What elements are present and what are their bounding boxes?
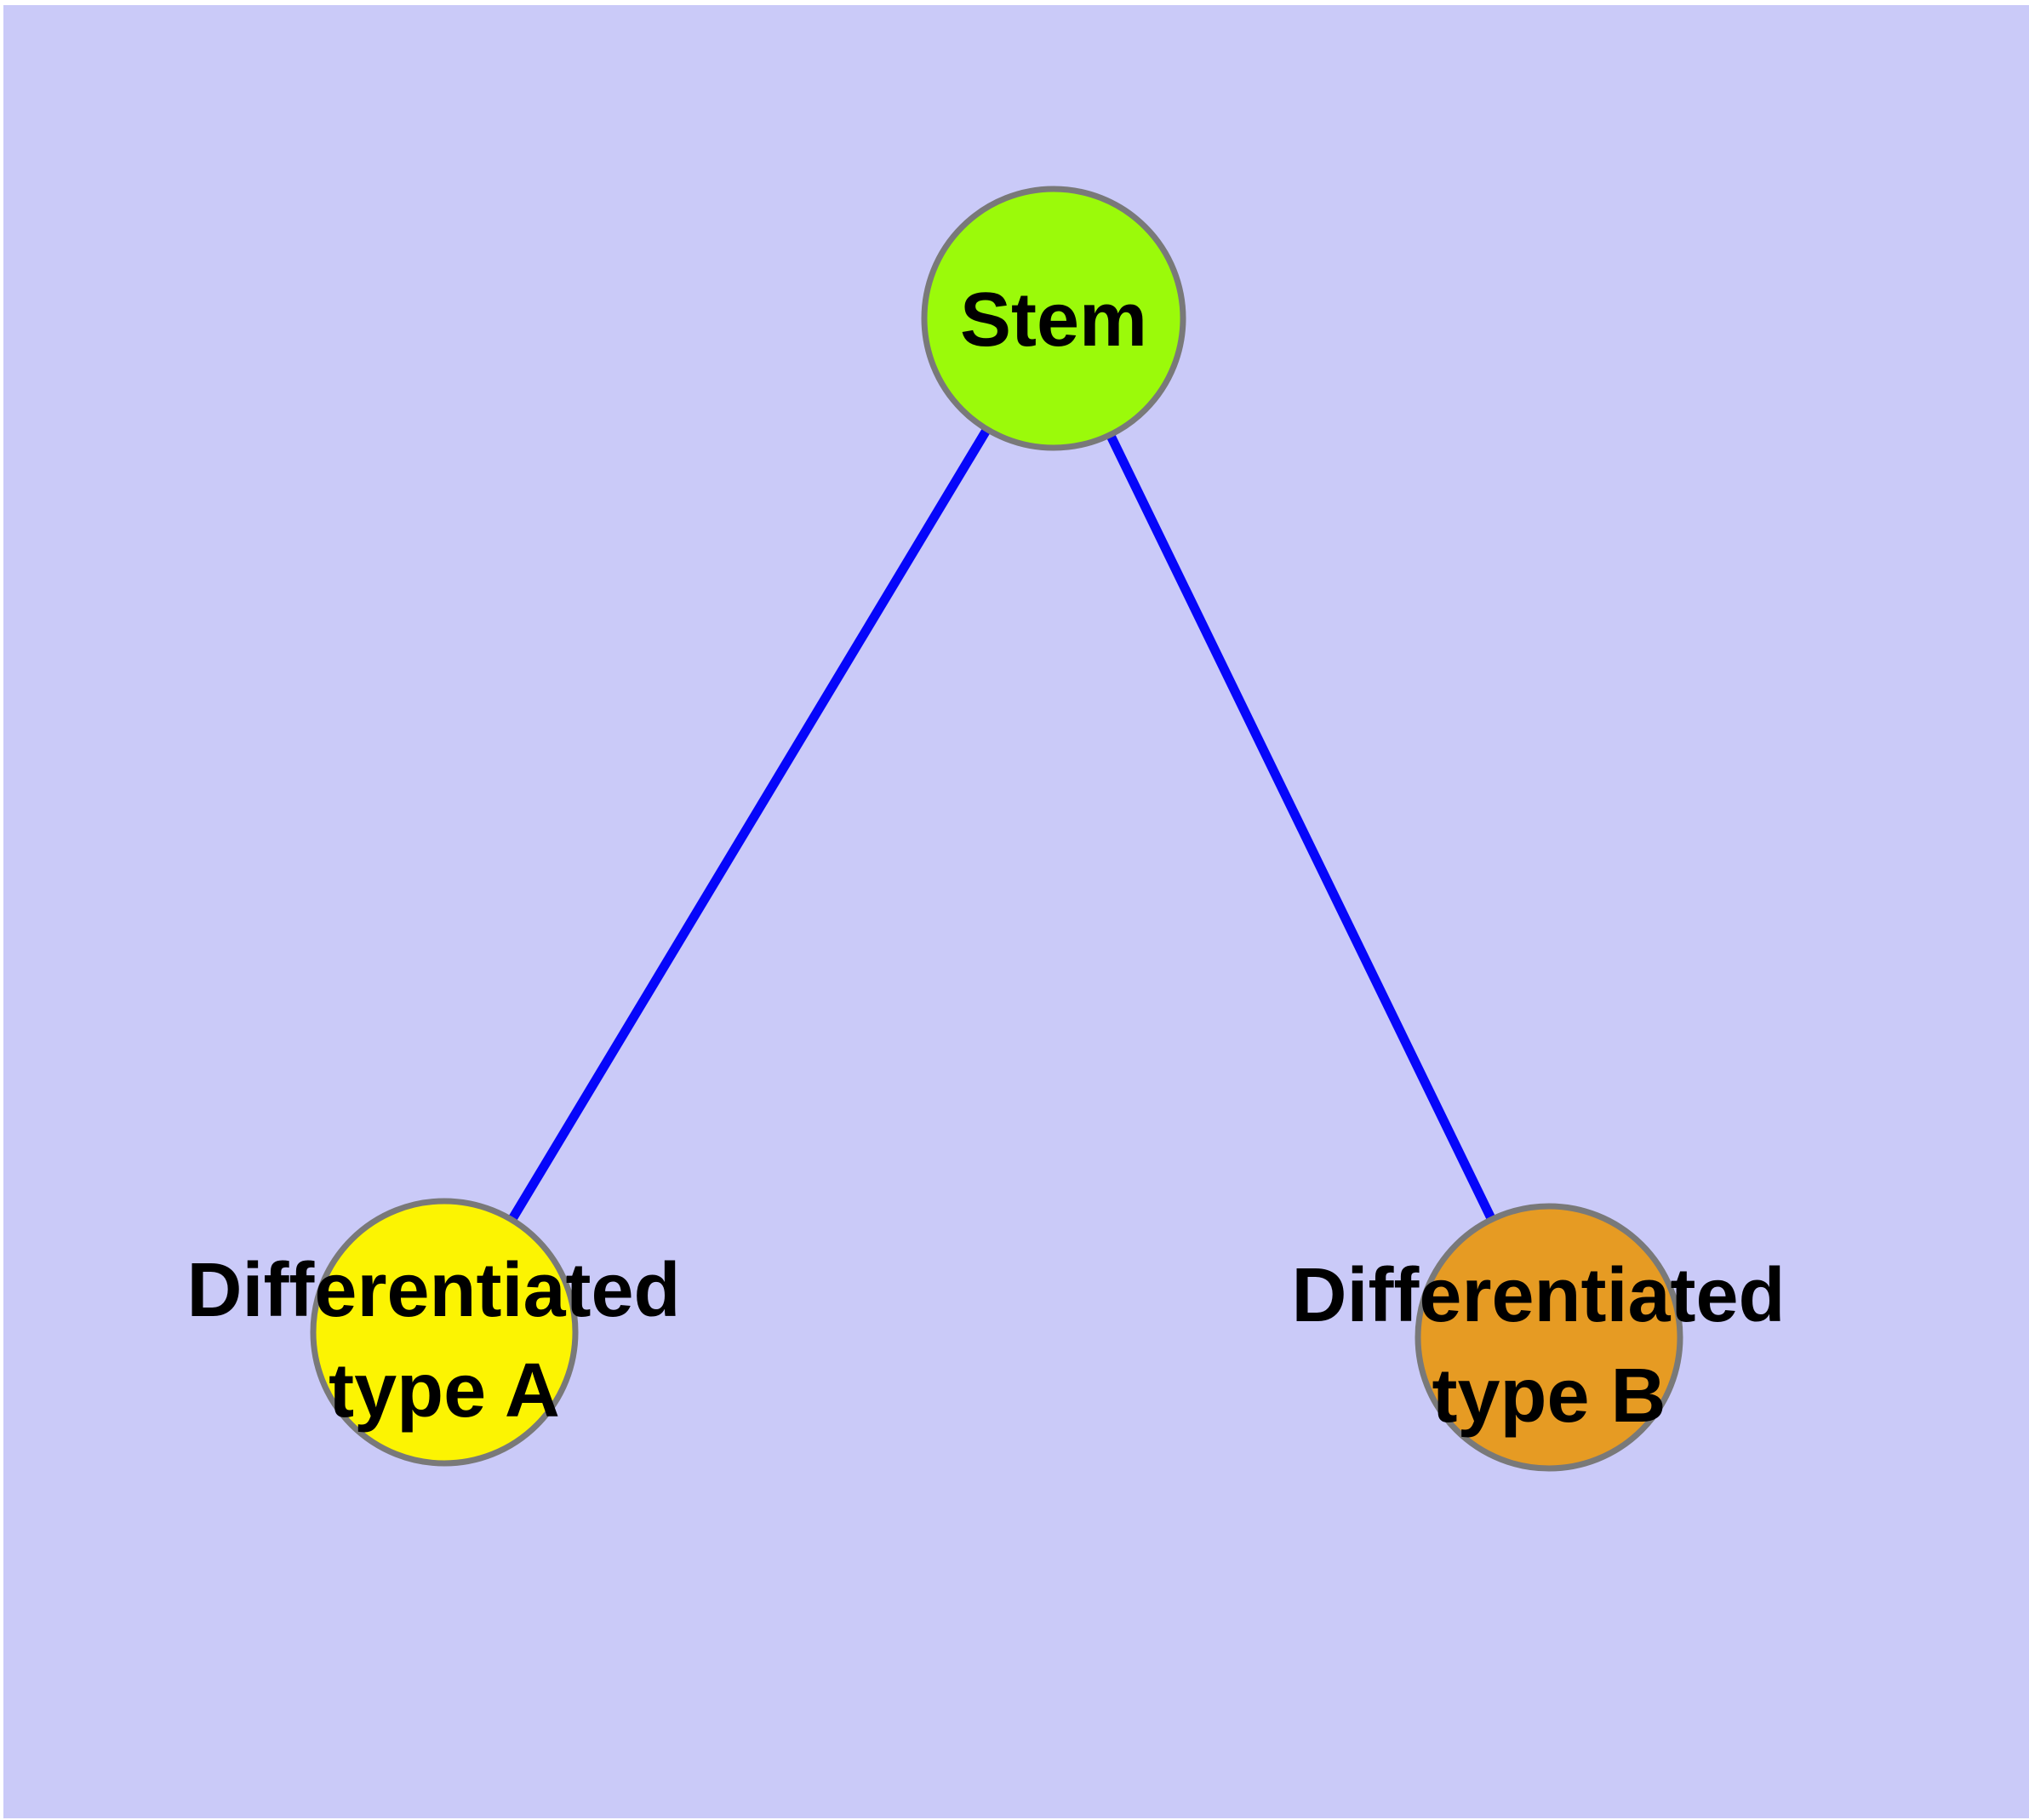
node-differentiated-type-b-label-line1: Differentiated <box>1291 1253 1785 1338</box>
node-differentiated-type-a: Differentiated type A <box>186 1198 701 1467</box>
node-differentiated-type-a-label-line2: type A <box>329 1348 560 1434</box>
node-differentiated-type-b-circle <box>1415 1203 1683 1472</box>
node-stem-label: Stem <box>960 278 1147 363</box>
node-differentiated-type-a-label-line1: Differentiated <box>186 1248 680 1333</box>
node-differentiated-type-b-label: Differentiated type B <box>1291 1253 1806 1439</box>
node-differentiated-type-b: Differentiated type B <box>1291 1203 1806 1472</box>
edge-stem-to-type-b <box>1049 316 1553 1340</box>
node-differentiated-type-a-label: Differentiated type A <box>186 1248 701 1434</box>
node-differentiated-type-a-circle <box>310 1198 579 1467</box>
node-stem-circle <box>921 186 1186 451</box>
edge-stem-to-type-a <box>440 316 1058 1335</box>
node-differentiated-type-b-label-line2: type B <box>1432 1354 1666 1439</box>
node-stem: Stem <box>921 186 1186 451</box>
